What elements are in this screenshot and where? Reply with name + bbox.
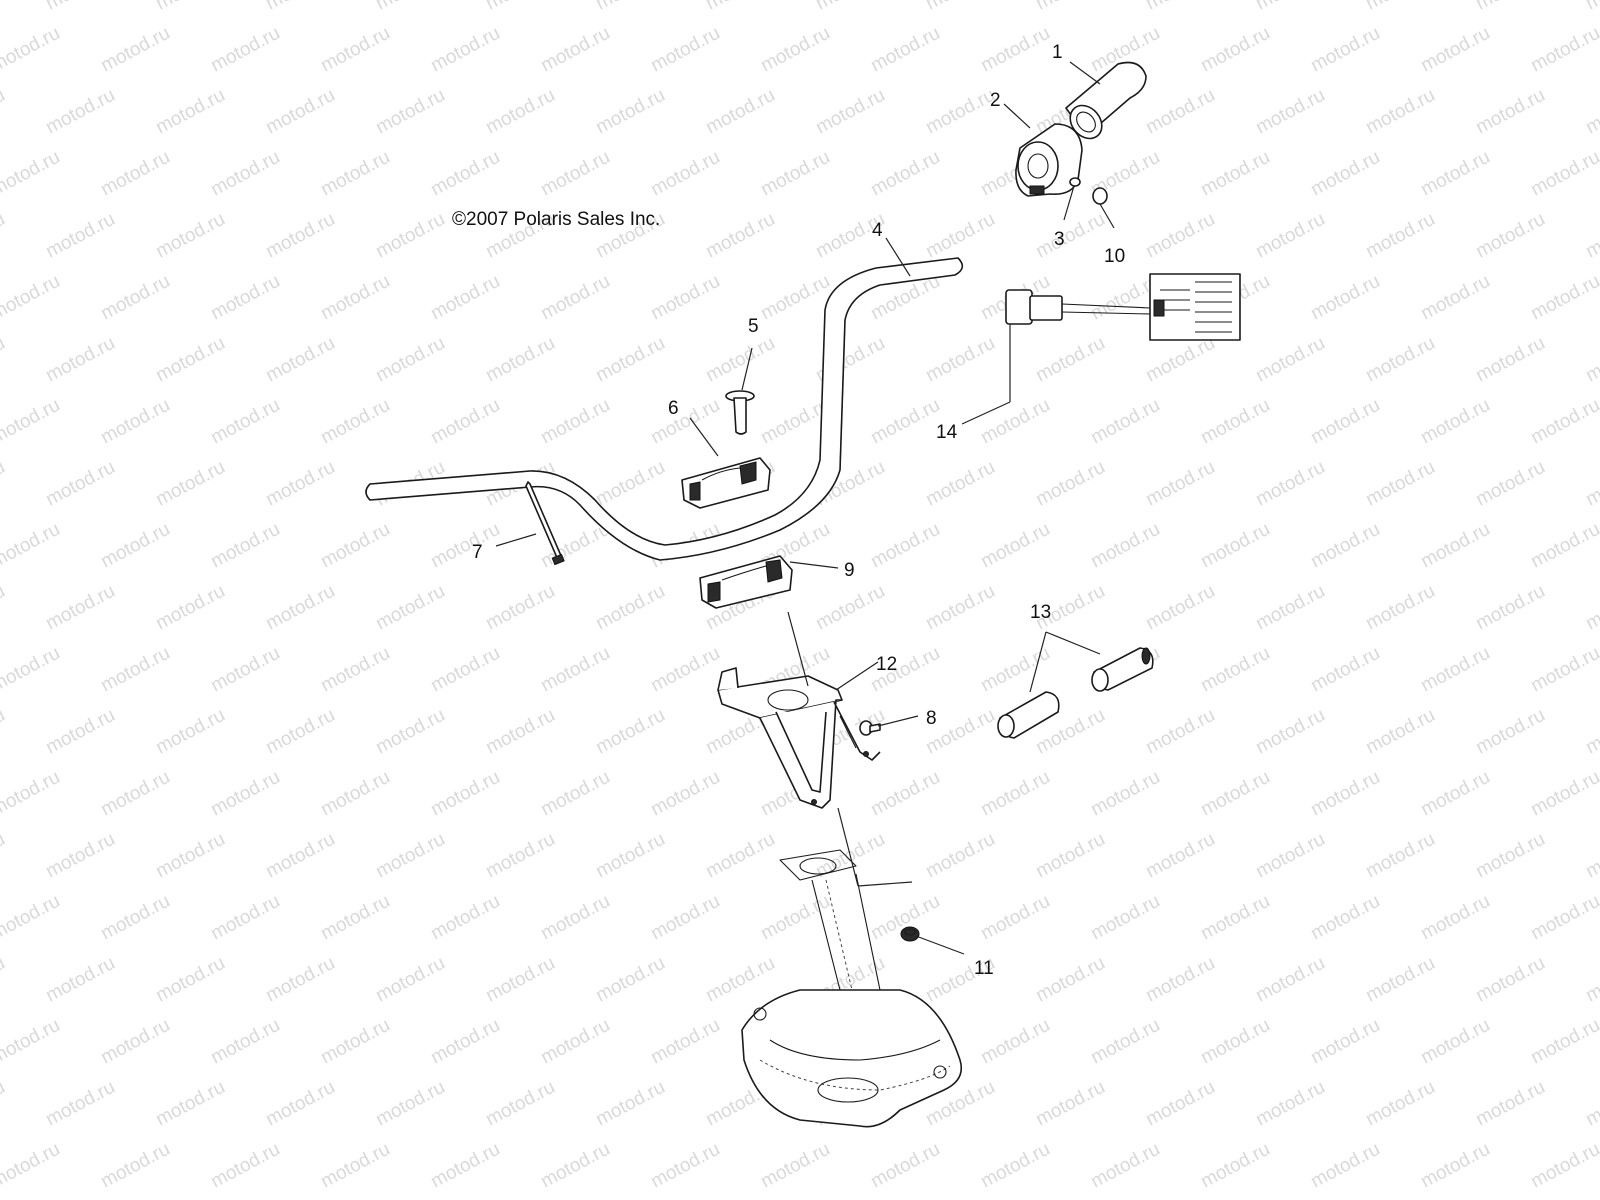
bolt-part-5[interactable] (725, 390, 755, 435)
throttle-housing-part[interactable] (1015, 123, 1083, 197)
callout-10: 10 (1104, 246, 1125, 267)
callout-9: 9 (844, 560, 855, 581)
lower-clamp-part-9[interactable] (699, 555, 793, 609)
connector-harness-part-14[interactable] (1005, 273, 1241, 341)
handlebar-part[interactable] (365, 257, 964, 561)
callout-2: 2 (990, 90, 1001, 111)
callout-7: 7 (472, 542, 483, 563)
callout-11: 11 (974, 958, 994, 979)
callout-3: 3 (1054, 229, 1065, 250)
leader-lines (495, 61, 1115, 955)
long-bolt-part-7[interactable] (525, 481, 565, 566)
callout-13: 13 (1030, 602, 1051, 623)
screw-part-3[interactable] (1069, 177, 1081, 187)
callout-12: 12 (876, 654, 897, 675)
heater-element-part-13[interactable] (997, 647, 1154, 739)
steering-post-assembly (741, 849, 963, 1128)
screw-part-8[interactable] (859, 720, 881, 736)
callout-6: 6 (668, 398, 679, 419)
nut-part-10[interactable] (1092, 187, 1108, 205)
callout-14: 14 (936, 422, 958, 443)
upper-clamp-part-6[interactable] (681, 457, 771, 509)
callout-numbers: 1 2 3 4 5 6 7 8 9 10 11 12 13 14 (472, 42, 1125, 979)
callout-1: 1 (1052, 42, 1063, 63)
grip-part[interactable] (1064, 61, 1147, 145)
bracket-part-12[interactable] (717, 667, 881, 809)
callout-8: 8 (926, 708, 937, 729)
callout-4: 4 (872, 220, 883, 241)
grommet-part-11[interactable] (900, 926, 920, 942)
callout-5: 5 (748, 316, 759, 337)
copyright-notice: ©2007 Polaris Sales Inc. (452, 209, 661, 230)
